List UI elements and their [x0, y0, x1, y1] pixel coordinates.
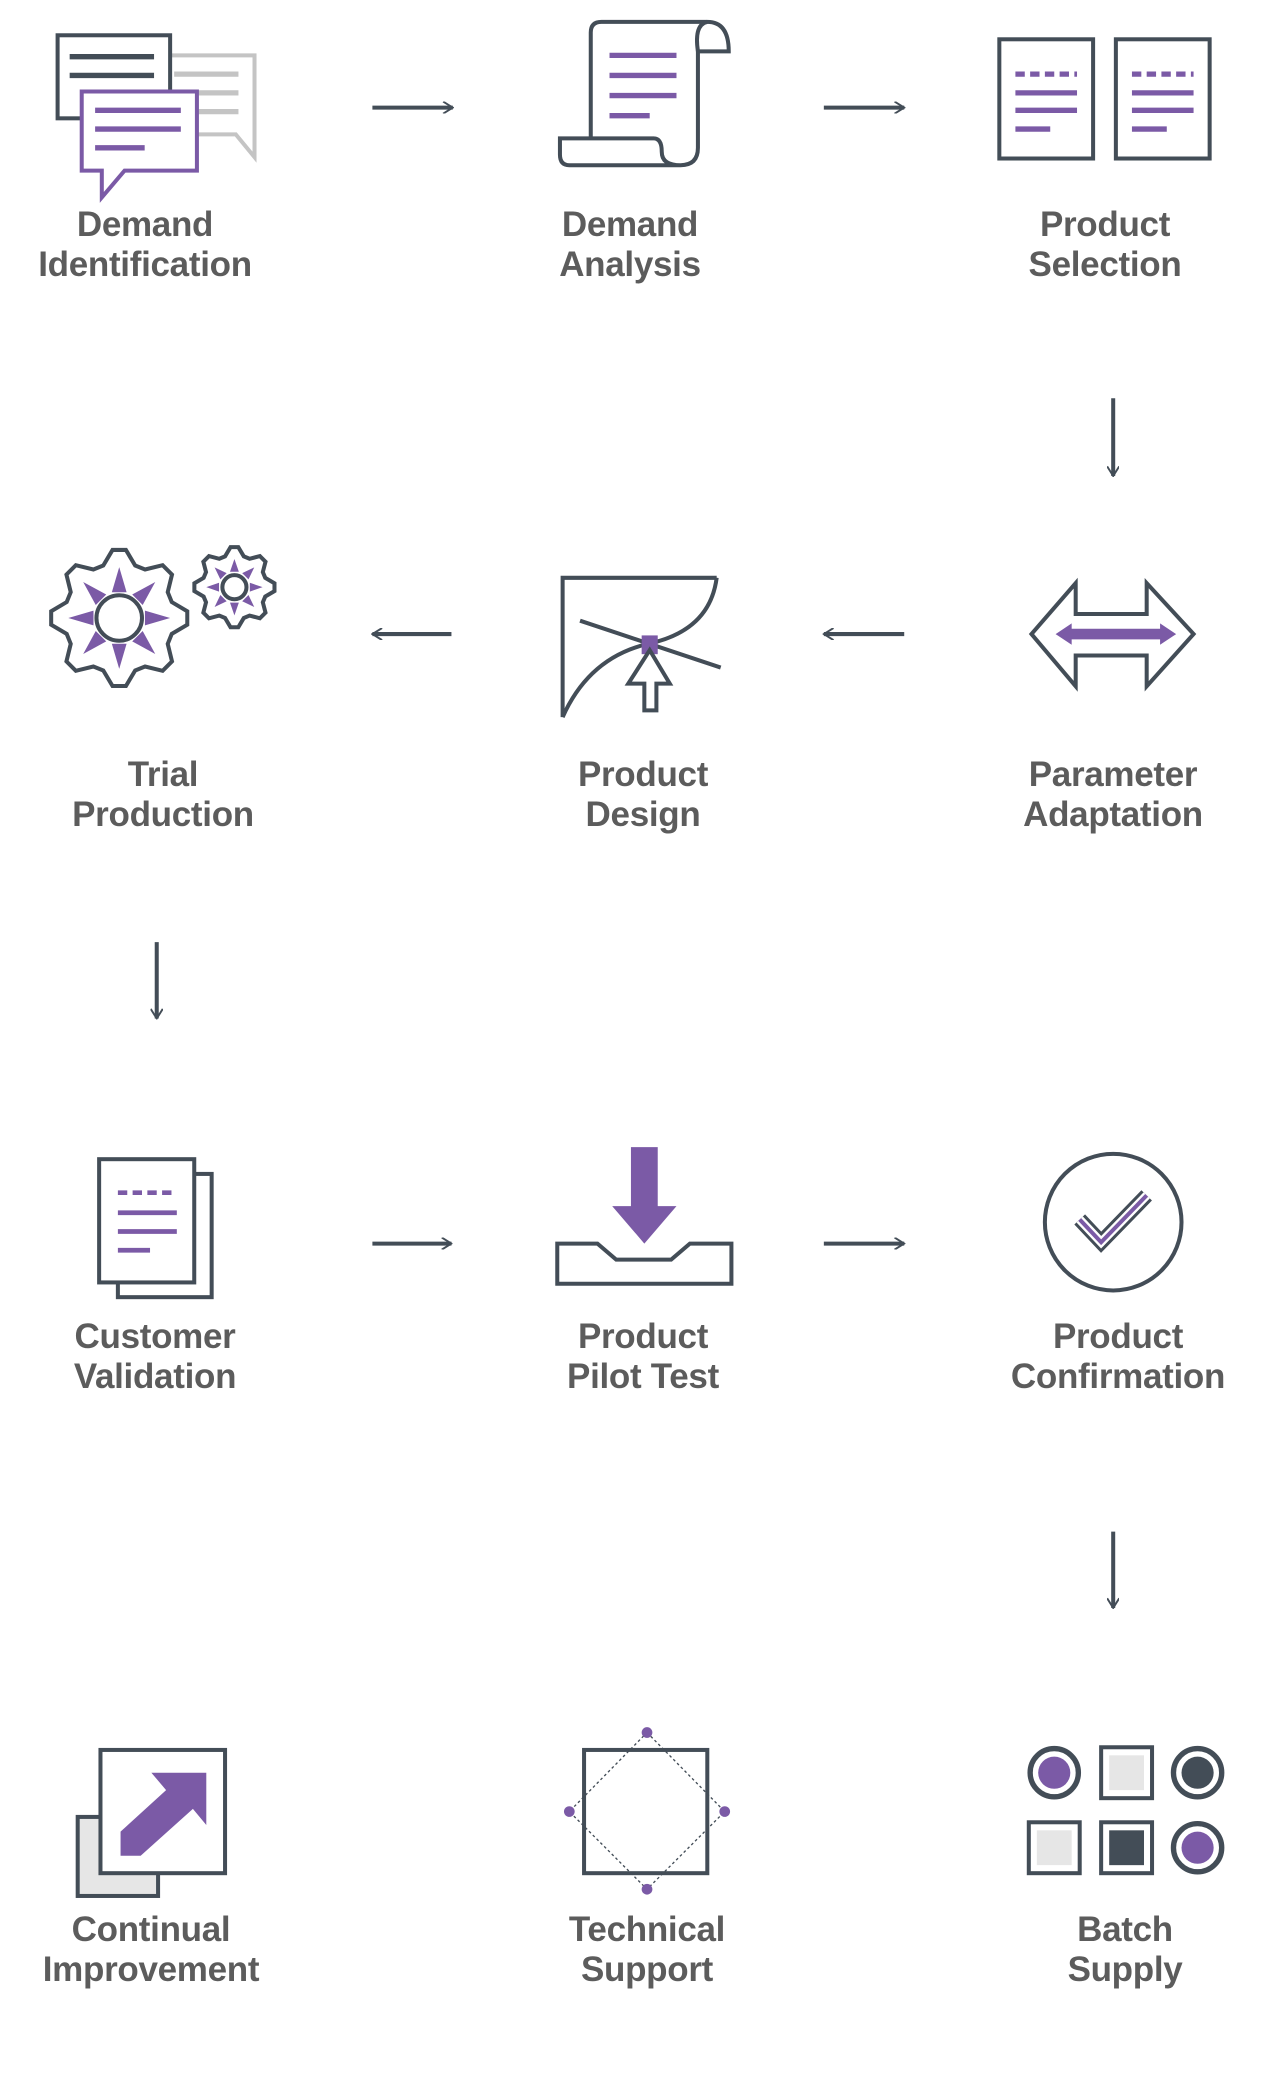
step-label-line2: Design [585, 795, 701, 834]
step-label-line1: Demand [76, 205, 214, 244]
gear-tooth-mark [230, 602, 239, 616]
gear-tooth-mark [83, 630, 107, 655]
gear-tooth-mark [242, 594, 255, 608]
step-label-line2: Production [72, 795, 254, 834]
gear-tooth-mark [249, 582, 263, 592]
gear-tooth-mark [111, 567, 127, 593]
gear-tooth-mark [132, 630, 156, 655]
chat-bubbles-icon [55, 33, 257, 203]
step-label-line2: Validation [73, 1357, 237, 1396]
step-label-line2: Analysis [559, 245, 701, 284]
gear-tooth-mark [132, 581, 156, 605]
step-label-line1: Product [577, 1317, 709, 1356]
gear-hub [220, 573, 249, 602]
step-label-line1: Customer [74, 1317, 236, 1356]
step-label-line1: Product [1052, 1317, 1184, 1356]
step-label-line2: Supply [1067, 1950, 1183, 1989]
diamond-square-icon [563, 1727, 731, 1895]
step-label-line2: Confirmation [1010, 1357, 1226, 1396]
step-label-line1: Product [1039, 205, 1171, 244]
step-label-line1: Product [577, 755, 709, 794]
step-label-line2: Selection [1028, 245, 1182, 284]
gear-tooth-mark [214, 594, 227, 608]
step-label-line1: Demand [561, 205, 699, 244]
step-label-line1: Parameter [1028, 755, 1198, 794]
step-label-line2: Pilot Test [567, 1357, 719, 1396]
grid-items-icon [1026, 1745, 1225, 1876]
step-label-line2: Improvement [42, 1950, 260, 1989]
gear-tooth-mark [242, 567, 255, 580]
trend-arrow-icon [75, 1747, 228, 1898]
scroll-icon [557, 19, 731, 168]
step-label-line1: Trial [127, 755, 199, 794]
gear-tooth-mark [111, 643, 127, 669]
step-label-line2: Identification [38, 245, 252, 284]
step-label-line2: Support [580, 1950, 714, 1989]
gear-tooth-mark [68, 610, 94, 626]
step-label-line1: Technical [568, 1910, 726, 1949]
document-stack-icon [97, 1157, 214, 1300]
step-label-line1: Batch [1077, 1910, 1173, 1949]
gear-tooth-mark [214, 567, 227, 580]
inbox-download-icon [555, 1147, 734, 1286]
step-label-line2: Adaptation [1023, 795, 1203, 834]
documents-icon [997, 37, 1212, 161]
check-circle-icon [1042, 1151, 1184, 1293]
gear-tooth-mark [83, 581, 107, 605]
gear-tooth-mark [230, 559, 239, 572]
gear-tooth-mark [144, 610, 171, 626]
gear-tooth-mark [206, 582, 220, 592]
double-arrow-icon [1028, 577, 1197, 692]
gears-icon [49, 545, 277, 689]
step-label-line1: Continual [71, 1910, 231, 1949]
design-curve-icon [560, 575, 722, 718]
gear-hub [94, 593, 145, 643]
